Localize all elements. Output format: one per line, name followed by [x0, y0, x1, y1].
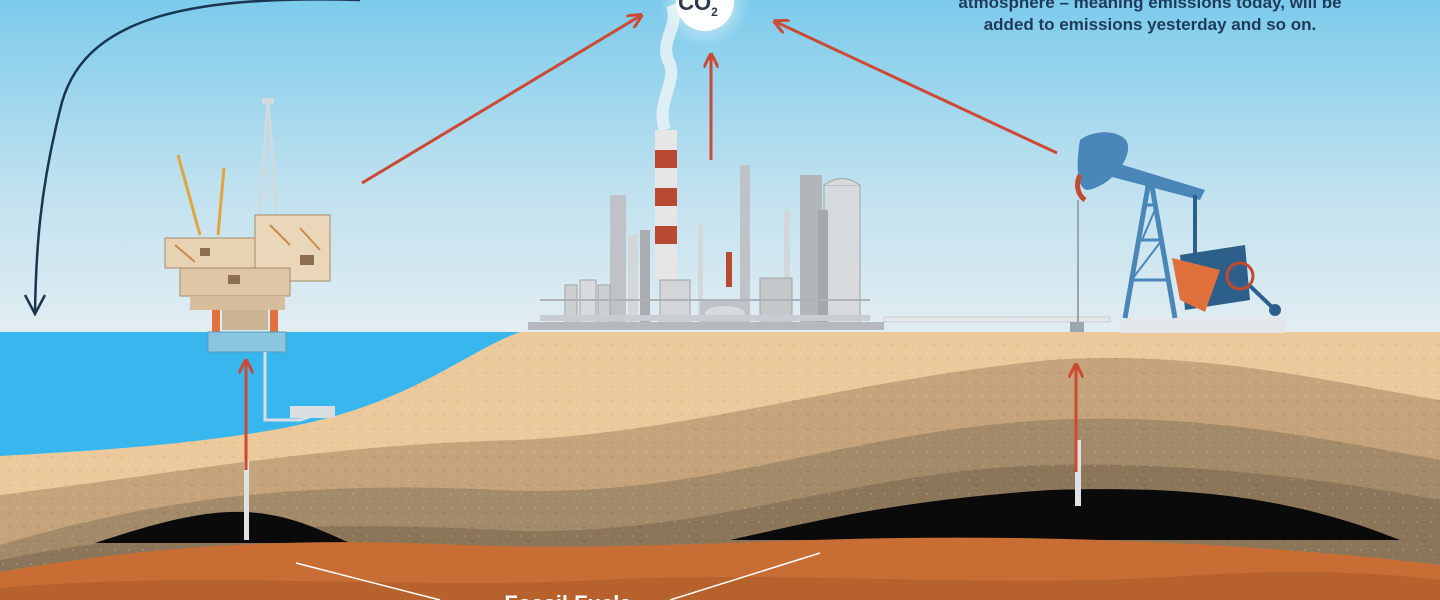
return-arrow: [33, 0, 360, 313]
label-pointer-left: [295, 562, 441, 600]
fossil-fuels-label: Fossil Fuels: [504, 591, 631, 600]
label-pointer-right: [669, 552, 821, 600]
offshore-platform: [164, 98, 335, 540]
return-arrow-head: [23, 294, 47, 317]
oil-reservoir-left: [95, 511, 350, 543]
emission-arrow-platform: [361, 16, 640, 185]
caption-line-2: added to emissions yesterday and so on.: [983, 15, 1317, 34]
co2-text: CO: [678, 0, 711, 15]
co2-bubble: [676, 0, 734, 31]
caption: atmosphere – meaning emissions today, wi…: [900, 0, 1400, 36]
svg-text:CO2: CO2: [678, 0, 718, 19]
co2-subscript: 2: [711, 5, 718, 19]
caption-line-1: atmosphere – meaning emissions today, wi…: [958, 0, 1342, 12]
emission-arrow-pumpjack: [776, 22, 1058, 155]
pump-jack: [1070, 132, 1286, 506]
sea: [0, 332, 520, 456]
oil-reservoir-right: [730, 489, 1400, 540]
